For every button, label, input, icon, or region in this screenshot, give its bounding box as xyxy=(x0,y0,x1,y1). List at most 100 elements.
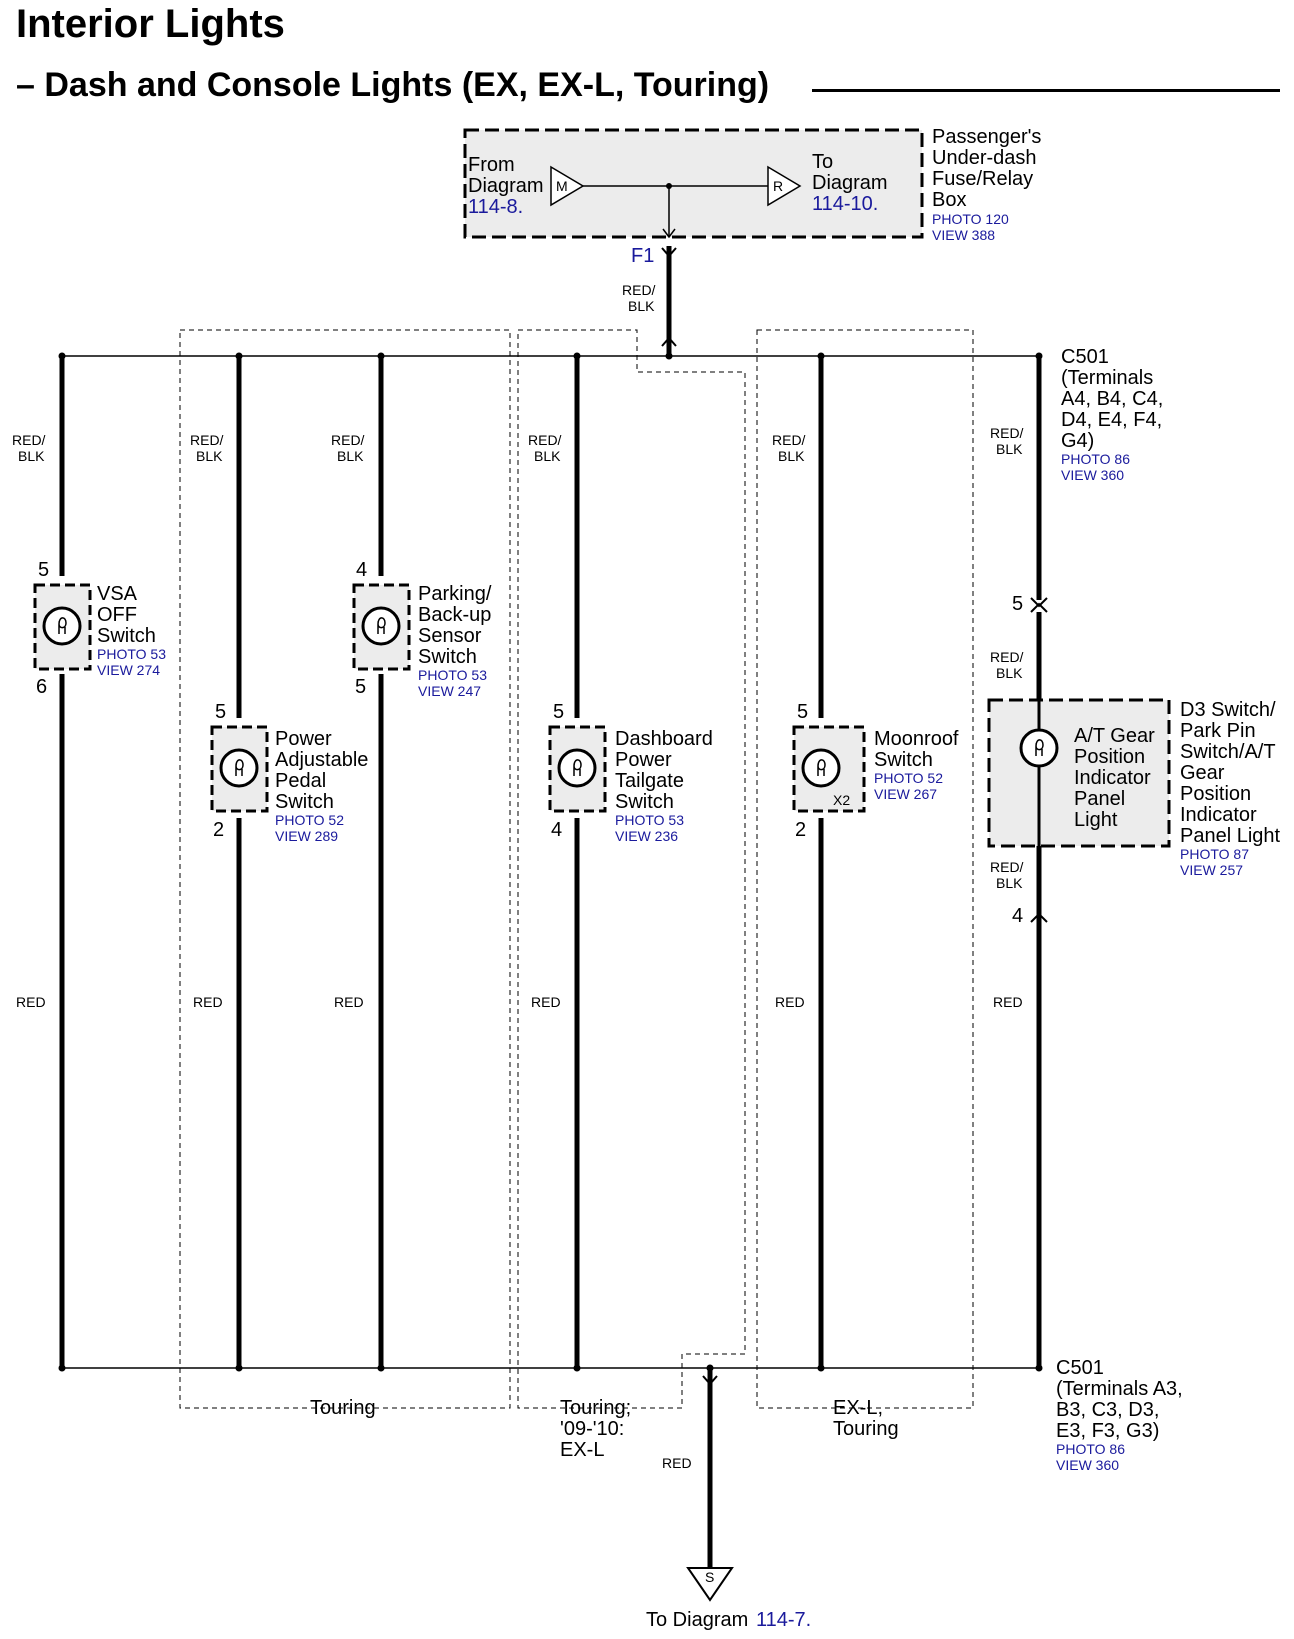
svg-text:RED/: RED/ xyxy=(331,432,365,448)
svg-text:VIEW 360[interactable]: VIEW 360 xyxy=(1061,467,1124,483)
svg-text:Park Pin: Park Pin xyxy=(1180,720,1256,742)
svg-text:Moonroof: Moonroof xyxy=(874,728,959,750)
from-text-2: Diagram xyxy=(468,175,544,197)
svg-text:Switch: Switch xyxy=(275,791,334,813)
svg-text:Fuse/Relay: Fuse/Relay xyxy=(932,168,1033,190)
svg-text:RED: RED xyxy=(662,1455,692,1471)
svg-text:PHOTO 53[interactable]: PHOTO 53 xyxy=(615,812,684,828)
svg-text:To Diagram: To Diagram xyxy=(646,1609,748,1631)
svg-text:RED: RED xyxy=(16,994,46,1010)
touring-exl-label: Touring; '09-'10: EX-L xyxy=(560,1397,631,1461)
to-diagram-114-7[interactable]: 114-7. xyxy=(756,1609,811,1631)
lamp-icon xyxy=(1019,728,1059,768)
svg-text:VSA: VSA xyxy=(97,583,138,605)
svg-text:C501: C501 xyxy=(1061,346,1109,368)
fuse-box-view[interactable]: VIEW 388 xyxy=(932,227,995,243)
svg-text:PHOTO 53[interactable]: PHOTO 53 xyxy=(418,667,487,683)
svg-text:RED/: RED/ xyxy=(528,432,562,448)
svg-text:Diagram: Diagram xyxy=(812,172,888,194)
svg-text:RED: RED xyxy=(193,994,223,1010)
svg-text:PHOTO 87[interactable]: PHOTO 87 xyxy=(1180,846,1249,862)
svg-text:Power: Power xyxy=(615,749,672,771)
vsa-off-switch-box xyxy=(33,583,92,671)
svg-text:PHOTO 53[interactable]: PHOTO 53 xyxy=(97,646,166,662)
svg-text:(Terminals: (Terminals xyxy=(1061,367,1153,389)
svg-text:VIEW 267[interactable]: VIEW 267 xyxy=(874,786,937,802)
svg-text:D4, E4, F4,: D4, E4, F4, xyxy=(1061,409,1162,431)
svg-text:Indicator: Indicator xyxy=(1074,767,1151,789)
svg-text:Dashboard: Dashboard xyxy=(615,728,713,750)
svg-text:RED/: RED/ xyxy=(190,432,224,448)
r-label: R xyxy=(773,178,783,194)
svg-text:Position: Position xyxy=(1074,746,1145,768)
svg-text:Switch/A/T: Switch/A/T xyxy=(1180,741,1276,763)
svg-text:B3, C3, D3,: B3, C3, D3, xyxy=(1056,1399,1159,1421)
svg-text:Tailgate: Tailgate xyxy=(615,770,684,792)
svg-text:VIEW 247[interactable]: VIEW 247 xyxy=(418,683,481,699)
pedal-switch-label: Power Adjustable Pedal Switch PHOTO 52 V… xyxy=(275,728,368,844)
svg-text:BLK: BLK xyxy=(778,448,805,464)
svg-text:Box: Box xyxy=(932,189,966,211)
svg-text:Position: Position xyxy=(1180,783,1251,805)
c501-top-label: C501 (Terminals A4, B4, C4, D4, E4, F4, … xyxy=(1061,346,1163,483)
svg-text:Touring: Touring xyxy=(833,1418,899,1440)
svg-text:Adjustable: Adjustable xyxy=(275,749,368,771)
svg-text:5: 5 xyxy=(355,676,366,698)
exl-touring-label: EX-L, Touring xyxy=(833,1397,899,1440)
svg-text:Back-up: Back-up xyxy=(418,604,491,626)
multiplier-label: X2 xyxy=(833,792,850,808)
svg-text:Panel: Panel xyxy=(1074,788,1125,810)
to-diagram-ref[interactable]: 114-10. xyxy=(812,193,878,215)
svg-text:RED/: RED/ xyxy=(990,859,1024,875)
svg-text:PHOTO 86[interactable]: PHOTO 86 xyxy=(1056,1441,1125,1457)
svg-text:BLK: BLK xyxy=(628,298,655,314)
svg-text:S: S xyxy=(705,1569,714,1585)
svg-text:5: 5 xyxy=(1012,593,1023,615)
svg-text:BLK: BLK xyxy=(196,448,223,464)
svg-text:VIEW 289[interactable]: VIEW 289 xyxy=(275,828,338,844)
svg-text:Under-dash: Under-dash xyxy=(932,147,1037,169)
svg-text:VIEW 257[interactable]: VIEW 257 xyxy=(1180,862,1243,878)
svg-text:6: 6 xyxy=(36,676,47,698)
svg-text:VIEW 274[interactable]: VIEW 274 xyxy=(97,662,160,678)
svg-text:PHOTO 52[interactable]: PHOTO 52 xyxy=(275,812,344,828)
svg-text:RED: RED xyxy=(334,994,364,1010)
svg-text:VIEW 360[interactable]: VIEW 360 xyxy=(1056,1457,1119,1473)
svg-text:PHOTO 52[interactable]: PHOTO 52 xyxy=(874,770,943,786)
svg-text:5: 5 xyxy=(38,559,49,581)
parking-switch-label: Parking/ Back-up Sensor Switch PHOTO 53 … xyxy=(418,583,492,699)
splice-icon xyxy=(686,1567,734,1602)
ground-lead: RED S To Diagram 114-7. xyxy=(646,1368,811,1631)
svg-text:2: 2 xyxy=(213,819,224,841)
svg-text:Power: Power xyxy=(275,728,332,750)
svg-text:BLK: BLK xyxy=(996,875,1023,891)
svg-text:VIEW 236[interactable]: VIEW 236 xyxy=(615,828,678,844)
svg-text:OFF: OFF xyxy=(97,604,137,626)
svg-text:To: To xyxy=(812,151,833,173)
vsa-off-switch-label: VSA OFF Switch PHOTO 53 VIEW 274 xyxy=(97,583,166,678)
lamp-icon xyxy=(557,748,597,788)
subtitle-rule xyxy=(812,89,1280,92)
parking-switch-box xyxy=(352,583,411,671)
page-subtitle: – Dash and Console Lights (EX, EX-L, Tou… xyxy=(16,66,770,104)
lamp-icon xyxy=(361,606,401,646)
svg-text:2: 2 xyxy=(795,819,806,841)
svg-text:G4): G4) xyxy=(1061,430,1094,452)
svg-text:Switch: Switch xyxy=(418,646,477,668)
at-gear-light-box: A/T Gear Position Indicator Panel Light xyxy=(987,698,1171,848)
svg-text:(Terminals A3,: (Terminals A3, xyxy=(1056,1378,1183,1400)
svg-text:Pedal: Pedal xyxy=(275,770,326,792)
from-diagram-ref[interactable]: 114-8. xyxy=(468,196,523,218)
svg-text:BLK: BLK xyxy=(18,448,45,464)
lamp-icon xyxy=(219,748,259,788)
moonroof-switch-box: X2 xyxy=(792,725,866,813)
svg-text:RED/: RED/ xyxy=(990,425,1024,441)
fuse-box-photo[interactable]: PHOTO 120 xyxy=(932,211,1009,227)
tailgate-switch-label: Dashboard Power Tailgate Switch PHOTO 53… xyxy=(615,728,713,844)
c501-bottom-label: C501 (Terminals A3, B3, C3, D3, E3, F3, … xyxy=(1056,1357,1183,1473)
svg-text:PHOTO 86[interactable]: PHOTO 86 xyxy=(1061,451,1130,467)
svg-text:E3, F3, G3): E3, F3, G3) xyxy=(1056,1420,1159,1442)
tailgate-switch-box xyxy=(548,725,607,813)
svg-text:D3 Switch/: D3 Switch/ xyxy=(1180,699,1276,721)
svg-text:EX-L,: EX-L, xyxy=(833,1397,883,1419)
